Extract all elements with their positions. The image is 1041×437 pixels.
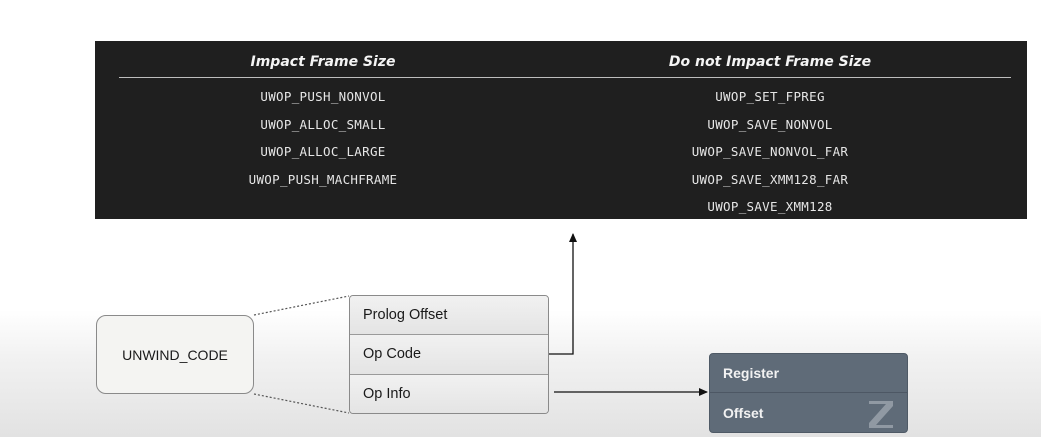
op-item: UWOP_PUSH_MACHFRAME: [248, 171, 398, 187]
op-info-field: Op Info: [350, 374, 548, 413]
op-item: UWOP_SAVE_NONVOL: [707, 116, 833, 132]
watermark-logo-icon: [869, 401, 893, 428]
op-item: UWOP_SAVE_XMM128_FAR: [691, 171, 849, 187]
register-field: Register: [710, 354, 907, 393]
impact-frame-size-header: Impact Frame Size: [250, 54, 396, 70]
header-divider: [119, 77, 1011, 78]
op-item: UWOP_SAVE_XMM128: [707, 199, 833, 214]
unwind-ops-table: Impact Frame Size Do not Impact Frame Si…: [95, 41, 1027, 219]
no-impact-frame-size-list: UWOP_SET_FPREG UWOP_SAVE_NONVOL UWOP_SAV…: [610, 83, 930, 221]
op-item: UWOP_PUSH_NONVOL: [260, 89, 386, 104]
unwind-code-fields: Prolog Offset Op Code Op Info: [349, 295, 549, 414]
no-impact-frame-size-header: Do not Impact Frame Size: [668, 54, 872, 70]
prolog-offset-field: Prolog Offset: [350, 296, 548, 336]
unwind-code-label: UNWIND_CODE: [122, 346, 228, 363]
op-item: UWOP_SET_FPREG: [715, 89, 825, 104]
op-item: UWOP_ALLOC_SMALL: [260, 116, 386, 132]
op-code-field: Op Code: [350, 335, 548, 375]
unwind-code-box: UNWIND_CODE: [96, 315, 254, 394]
op-info-target-box: Register Offset: [709, 353, 908, 433]
expand-line-top: [253, 295, 350, 316]
op-item: UWOP_SAVE_NONVOL_FAR: [691, 144, 849, 159]
expand-line-bottom: [253, 393, 350, 414]
op-item: UWOP_ALLOC_LARGE: [260, 144, 386, 159]
offset-field: Offset: [723, 404, 764, 421]
op-code-arrow: [549, 233, 577, 355]
impact-frame-size-list: UWOP_PUSH_NONVOL UWOP_ALLOC_SMALL UWOP_A…: [163, 83, 483, 193]
